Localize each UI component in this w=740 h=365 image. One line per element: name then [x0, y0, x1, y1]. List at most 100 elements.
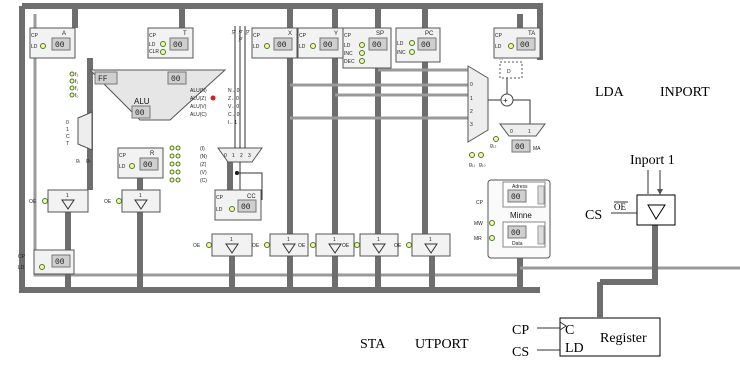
svg-text:LD: LD: [253, 44, 260, 50]
buffer-r: OE 1: [104, 190, 160, 212]
svg-text:...: ...: [499, 56, 503, 62]
svg-text:CP: CP: [476, 200, 484, 206]
svg-text:CP: CP: [216, 195, 224, 201]
svg-text:1: 1: [66, 193, 69, 199]
register-x: X CP LD 00: [252, 28, 297, 58]
svg-text:ALU(C): ALU(C): [190, 112, 207, 118]
inc-led[interactable]: [360, 51, 365, 56]
inport-box: Inport 1 CS OE: [585, 153, 675, 225]
svg-text:3: 3: [248, 153, 251, 159]
svg-text:INC: INC: [344, 51, 353, 57]
ld-led[interactable]: [509, 44, 514, 49]
svg-text:CS: CS: [512, 345, 529, 360]
svg-text:00: 00: [143, 161, 153, 170]
svg-text:LD: LD: [216, 207, 223, 213]
clr-led[interactable]: [161, 50, 166, 55]
svg-text:C: C: [66, 134, 70, 140]
svg-text:Register: Register: [600, 331, 647, 346]
f1-led[interactable]: [70, 86, 74, 90]
svg-text:LD: LD: [149, 42, 156, 48]
svg-text:0: 0: [224, 153, 227, 159]
svg-text:LD: LD: [397, 41, 404, 47]
address-scrollbar[interactable]: [538, 186, 544, 204]
ld-led[interactable]: [40, 265, 45, 270]
mw-led[interactable]: [490, 221, 495, 226]
svg-text:OE: OE: [104, 199, 112, 205]
svg-text:ALU(Z): ALU(Z): [190, 96, 206, 102]
svg-text:CS: CS: [585, 208, 602, 223]
svg-text:3: 3: [470, 122, 473, 128]
svg-text:1: 1: [333, 237, 336, 243]
svg-text:g₁₀: g₁₀: [479, 162, 486, 168]
svg-text:LD: LD: [18, 265, 25, 271]
svg-text:Adress: Adress: [512, 184, 528, 190]
register-pc: PC LD INC 00: [396, 28, 440, 62]
svg-text:MR: MR: [474, 236, 482, 242]
f0-led[interactable]: [70, 93, 74, 97]
svg-text:CP: CP: [344, 33, 352, 39]
lda-label: LDA: [595, 85, 625, 100]
svg-text:A: A: [62, 31, 66, 37]
ta-mux: 0 1 g₁₂ 00 MA: [490, 124, 545, 152]
svg-text:00: 00: [135, 109, 145, 118]
f3-led[interactable]: [70, 72, 74, 76]
svg-text:OE: OE: [29, 199, 37, 205]
svg-text:f₀: f₀: [75, 93, 78, 99]
svg-text:00: 00: [55, 258, 65, 267]
ld-led[interactable]: [410, 41, 415, 46]
svg-text:LD: LD: [495, 44, 502, 50]
svg-text:00: 00: [511, 193, 521, 202]
svg-text:00: 00: [372, 41, 382, 50]
svg-text:f₁: f₁: [75, 86, 78, 92]
svg-text:N←0: N←0: [228, 88, 240, 94]
svg-text:FF: FF: [98, 75, 108, 84]
svg-text:1: 1: [287, 237, 290, 243]
svg-text:00: 00: [511, 229, 521, 238]
svg-text:Data: Data: [512, 241, 523, 247]
svg-text:1: 1: [429, 237, 432, 243]
svg-text:1: 1: [528, 129, 531, 135]
ld-led[interactable]: [360, 43, 365, 48]
inc-led[interactable]: [410, 50, 415, 55]
svg-text:R: R: [150, 151, 155, 157]
f2-led[interactable]: [70, 79, 74, 83]
svg-text:Minne: Minne: [510, 211, 532, 220]
svg-text:OE: OE: [614, 202, 626, 212]
svg-text:CP: CP: [299, 33, 307, 39]
ld-led[interactable]: [41, 44, 46, 49]
svg-text:2: 2: [470, 109, 473, 115]
memory-unit: Adress 00 Minne 00 Data CP MW MR: [474, 180, 550, 258]
ld-led[interactable]: [130, 164, 135, 169]
svg-text:f₃: f₃: [75, 72, 78, 78]
svg-text:0: 0: [66, 120, 69, 126]
g10-led[interactable]: [479, 153, 484, 158]
svg-text:00: 00: [173, 41, 183, 50]
svg-text:T: T: [183, 31, 187, 37]
ld-led[interactable]: [311, 44, 316, 49]
svg-text:00: 00: [421, 41, 431, 50]
svg-text:1: 1: [139, 193, 142, 199]
svg-text:D: D: [507, 69, 511, 75]
svg-text:(V): (V): [200, 170, 207, 176]
g12-led[interactable]: [494, 137, 499, 142]
svg-text:ALU: ALU: [134, 97, 150, 106]
r-flag-leds: (I) (N) (Z) (V) (C): [170, 146, 207, 184]
svg-text:00: 00: [323, 41, 333, 50]
dec-led[interactable]: [360, 59, 365, 64]
mr-led[interactable]: [490, 236, 495, 241]
svg-text:g₁₂: g₁₂: [490, 143, 496, 149]
register-a: A CP LD 00: [30, 28, 75, 58]
svg-text:1: 1: [232, 153, 235, 159]
svg-text:g₀: g₀: [86, 158, 91, 164]
ld-led[interactable]: [161, 42, 166, 47]
svg-text:CP: CP: [18, 254, 26, 260]
ld-led[interactable]: [230, 207, 235, 212]
g11-led[interactable]: [470, 153, 475, 158]
svg-text:I←1: I←1: [228, 120, 237, 126]
svg-text:2: 2: [240, 153, 243, 159]
data-scrollbar[interactable]: [538, 226, 544, 244]
svg-text:V←0: V←0: [228, 104, 239, 110]
svg-text:1: 1: [230, 237, 233, 243]
ld-led[interactable]: [265, 44, 270, 49]
